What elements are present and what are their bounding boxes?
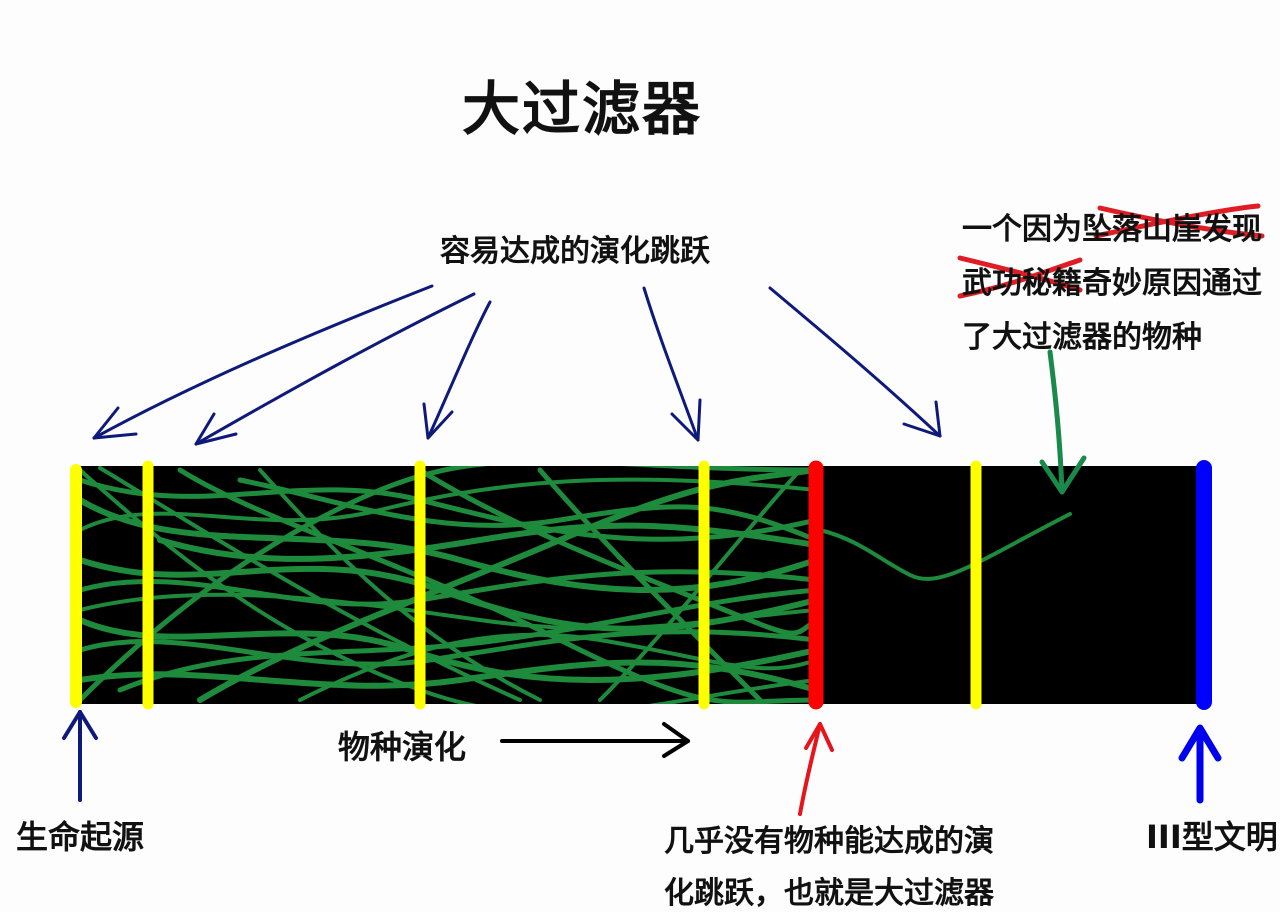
- label-great-filter-line-2: 化跳跃，也就是大过滤器: [664, 876, 994, 911]
- label-easy-jumps: 容易达成的演化跳跃: [440, 234, 710, 269]
- survivor-arrow: [1039, 349, 1087, 495]
- label-origin-of-life: 生命起源: [16, 818, 145, 856]
- label-great-filter-line-1: 几乎没有物种能达成的演: [664, 824, 994, 859]
- annotation-line-1: 一个因为坠落山崖发现: [962, 204, 1262, 248]
- type3-civ-arrow: [1178, 724, 1222, 804]
- label-species-evolution: 物种演化: [338, 728, 467, 766]
- annotation-prefix: 一个因为: [962, 212, 1082, 247]
- annotation-struck-2: 武功秘籍: [962, 266, 1082, 301]
- annotation-struck-1: 坠落山崖发现: [1082, 212, 1262, 247]
- species-lines-tangle: [77, 466, 816, 704]
- origin-arrow: [62, 710, 98, 802]
- annotation-line-2: 武功秘籍奇妙原因通过: [962, 258, 1262, 302]
- annotation-rest: 奇妙原因通过: [1082, 266, 1262, 301]
- easy-jump-arrows: [92, 284, 942, 446]
- diagram-title: 大过滤器: [462, 75, 703, 143]
- label-type3-civilization: III型文明: [1146, 818, 1278, 856]
- strikethrough-marks: [957, 203, 1265, 299]
- evolution-arrow: [500, 722, 690, 758]
- annotation-line-3: 了大过滤器的物种: [962, 320, 1202, 355]
- surviving-species-line: [818, 512, 1072, 581]
- great-filter-arrow: [798, 722, 834, 816]
